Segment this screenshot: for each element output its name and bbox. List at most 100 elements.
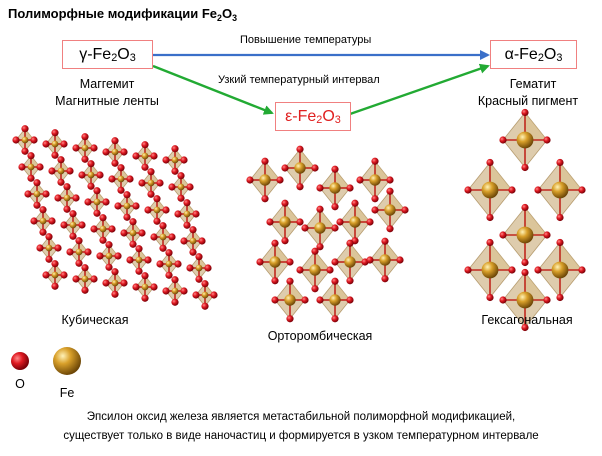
oxygen-atom xyxy=(246,176,254,184)
oxygen-atom xyxy=(499,296,507,304)
iron-atom xyxy=(379,254,391,266)
oxygen-atom xyxy=(30,136,38,144)
oxygen-atom xyxy=(281,237,289,245)
oxygen-atom xyxy=(126,175,134,183)
oxygen-atom xyxy=(301,296,309,304)
polyhedron-face xyxy=(385,241,400,260)
oxygen-atom xyxy=(401,206,409,214)
oxygen-atom xyxy=(316,184,324,192)
oxygen-atom xyxy=(381,275,389,283)
oxygen-atom xyxy=(99,214,107,222)
oxygen-atom xyxy=(99,236,107,244)
oxygen-atom xyxy=(114,252,122,260)
iron-atom xyxy=(123,202,131,210)
oxygen-atom xyxy=(366,256,374,264)
oxygen-atom xyxy=(508,266,516,274)
polyhedron-face xyxy=(265,161,280,180)
polyhedron-face xyxy=(157,198,166,210)
iron-atom xyxy=(279,216,291,228)
oxygen-atom xyxy=(84,248,92,256)
iron-atom xyxy=(57,167,65,175)
polyhedron-face xyxy=(67,186,76,198)
oxygen-atom xyxy=(371,157,379,165)
oxygen-atom xyxy=(195,275,203,283)
oxygen-atom xyxy=(96,252,104,260)
oxygen-atom xyxy=(12,136,20,144)
oxygen-atom xyxy=(296,145,304,153)
iron-atom xyxy=(516,291,534,309)
oxygen-atom xyxy=(105,241,113,249)
oxygen-atom xyxy=(150,152,158,160)
iron-atom xyxy=(551,261,569,279)
gamma-application: Магнитные ленты xyxy=(55,94,159,108)
iron-atom xyxy=(147,179,155,187)
iron-atom xyxy=(189,237,197,245)
caption-line-1: Эпсилон оксид железа является метастабил… xyxy=(86,411,516,423)
iron-atom xyxy=(481,181,499,199)
oxygen-atom xyxy=(521,108,529,117)
oxygen-atom xyxy=(81,286,89,294)
legend-oxygen-sphere xyxy=(11,352,29,370)
iron-atom xyxy=(111,279,119,287)
oxygen-atom xyxy=(72,194,80,202)
arrow-green-to-epsilon xyxy=(152,64,274,115)
oxygen-atom xyxy=(371,195,379,203)
arrow-green-to-alpha xyxy=(349,63,490,116)
polyhedron-face xyxy=(85,267,94,279)
iron-atom xyxy=(111,148,119,156)
oxygen-atom xyxy=(147,190,155,198)
oxygen-atom xyxy=(90,275,98,283)
iron-atom xyxy=(33,190,41,198)
oxygen-atom xyxy=(27,174,35,182)
iron-atom xyxy=(551,181,569,199)
oxygen-atom xyxy=(192,210,200,218)
iron-atom xyxy=(81,144,89,152)
polyhedron-face xyxy=(145,144,154,156)
polyhedron-face xyxy=(115,271,124,283)
oxygen-atom xyxy=(276,176,284,184)
polyhedron-face xyxy=(97,190,106,202)
polyhedron-face xyxy=(25,128,34,140)
oxygen-atom xyxy=(162,206,170,214)
oxygen-atom xyxy=(138,229,146,237)
oxygen-atom xyxy=(271,296,279,304)
oxygen-atom xyxy=(534,266,542,274)
polyhedron-face xyxy=(55,263,64,275)
iron-atom xyxy=(141,283,149,291)
oxygen-atom xyxy=(147,168,155,176)
oxygen-atom xyxy=(171,276,179,284)
oxygen-atom xyxy=(42,190,50,198)
iron-atom xyxy=(69,221,77,229)
iron-atom xyxy=(105,252,113,260)
oxygen-atom xyxy=(117,164,125,172)
oxygen-atom xyxy=(42,140,50,148)
oxygen-atom xyxy=(132,283,140,291)
oxygen-atom xyxy=(261,195,269,203)
oxygen-atom xyxy=(351,199,359,207)
oxygen-atom xyxy=(141,163,149,171)
iron-atom xyxy=(27,163,35,171)
oxygen-atom xyxy=(486,238,494,247)
oxygen-atom xyxy=(141,272,149,280)
oxygen-atom xyxy=(51,260,59,268)
oxygen-atom xyxy=(75,259,83,267)
oxygen-atom xyxy=(486,293,494,302)
legend-iron-sphere xyxy=(53,347,81,375)
oxygen-atom xyxy=(578,186,586,194)
oxygen-atom xyxy=(556,238,564,247)
polyhedron-face xyxy=(163,225,172,237)
iron-atom xyxy=(141,152,149,160)
oxygen-atom xyxy=(271,239,279,247)
alpha-name: Гематит xyxy=(509,77,557,91)
oxygen-atom xyxy=(316,243,324,251)
oxygen-atom xyxy=(256,258,264,266)
oxygen-atom xyxy=(316,296,324,304)
oxygen-atom xyxy=(60,140,68,148)
oxygen-atom xyxy=(336,218,344,226)
oxygen-atom xyxy=(141,141,149,149)
iron-atom xyxy=(329,182,341,194)
oxygen-atom xyxy=(84,198,92,206)
polyhedron-face xyxy=(103,217,112,229)
oxygen-atom xyxy=(162,156,170,164)
